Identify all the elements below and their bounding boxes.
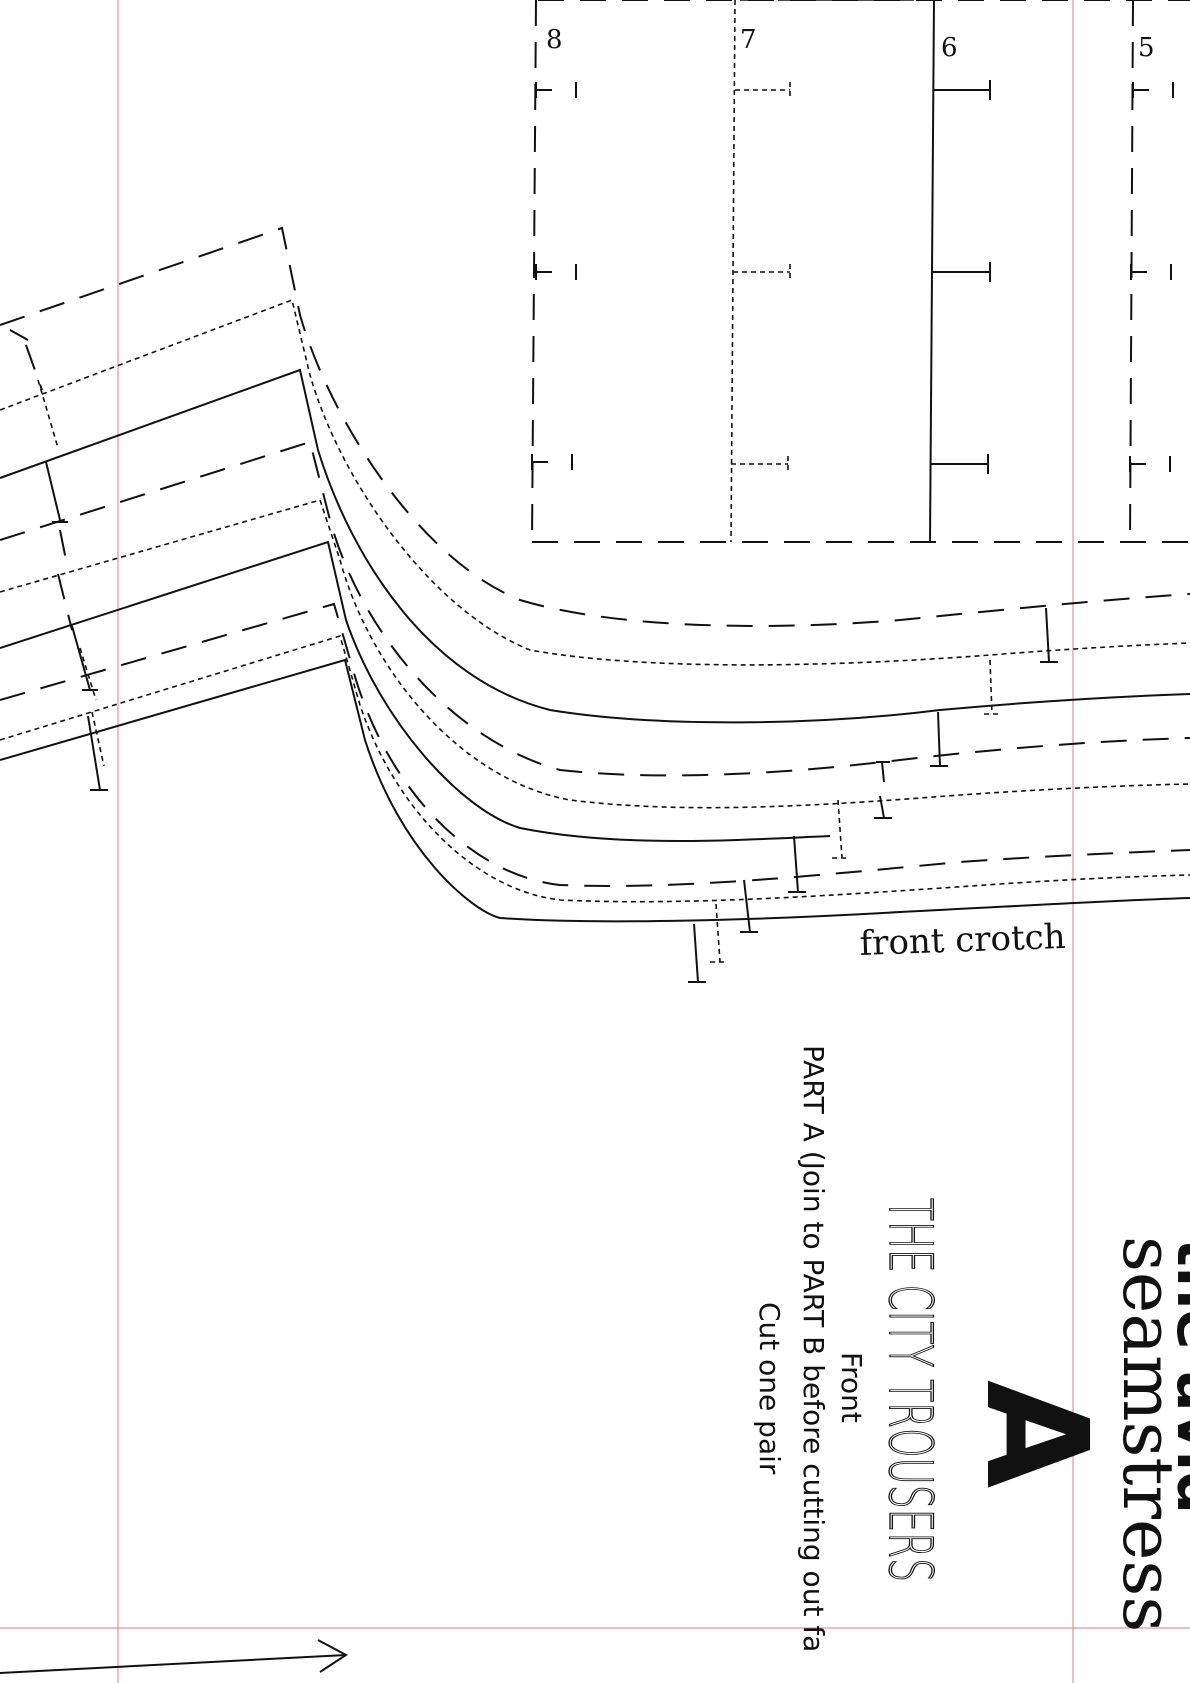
size-line-7 (730, 0, 736, 543)
crotch-curve-5 (0, 440, 1190, 777)
brand-line-1: the avid (1163, 1238, 1190, 1514)
waist-notch-5a (57, 529, 73, 631)
crotch-curve-inner-dash (0, 602, 1190, 887)
balance-mark-5 (874, 795, 892, 819)
balance-mark-3 (930, 711, 948, 767)
cut-note: Cut one pair (753, 1302, 786, 1475)
size-label-5: 5 (1138, 33, 1155, 63)
piece-letter: A (954, 1380, 1117, 1488)
balance-mark-2 (984, 659, 1000, 715)
notches-8 (531, 82, 577, 470)
waist-notch-d (91, 711, 105, 767)
balance-mark-6 (832, 799, 848, 859)
balance-mark-9 (710, 903, 726, 963)
notches-5 (1129, 82, 1174, 472)
balance-mark-7 (788, 835, 806, 893)
crotch-curves (0, 226, 1190, 983)
balance-mark-1 (1040, 607, 1058, 663)
piece-name: Front (835, 1352, 868, 1423)
pattern-name: THE CITY TROUSERS (875, 1198, 945, 1582)
size-label-7: 7 (740, 25, 757, 55)
waist-notch-7a (37, 379, 59, 449)
crotch-curve-7 (0, 298, 1190, 666)
grainline-arrow-icon (0, 1639, 348, 1674)
size-label-6: 6 (941, 33, 958, 63)
balance-mark-8 (740, 879, 758, 933)
crotch-curve-inner-solid2 (0, 658, 1190, 923)
waist-notch-b (79, 647, 97, 701)
size-columns-block: 8 7 6 5 (531, 0, 1190, 543)
crotch-curve-inner-dot2 (0, 634, 1190, 903)
instruction-text: PART A (Join to PART B before cutting ou… (797, 1045, 830, 1652)
title-block: the avid seamstress A THE CITY TROUSERS … (753, 1045, 1190, 1652)
size-label-8: 8 (546, 25, 563, 55)
waist-notch-8a (9, 329, 43, 391)
front-crotch-label: front crotch (859, 917, 1066, 964)
notches-7 (731, 82, 791, 472)
balance-mark-10 (688, 923, 706, 983)
crotch-curve-inner-dot (0, 499, 1190, 809)
notches-6 (930, 80, 991, 474)
waist-notch-6a (45, 461, 68, 523)
brand-line-2: seamstress (1107, 1236, 1189, 1632)
crotch-curve-6 (0, 368, 1190, 724)
crotch-curve-inner-solid (0, 540, 831, 842)
waist-notch-a (71, 625, 98, 691)
balance-mark-4 (876, 761, 890, 783)
crotch-curve-8 (0, 226, 1190, 627)
waist-notch-c (87, 715, 108, 791)
